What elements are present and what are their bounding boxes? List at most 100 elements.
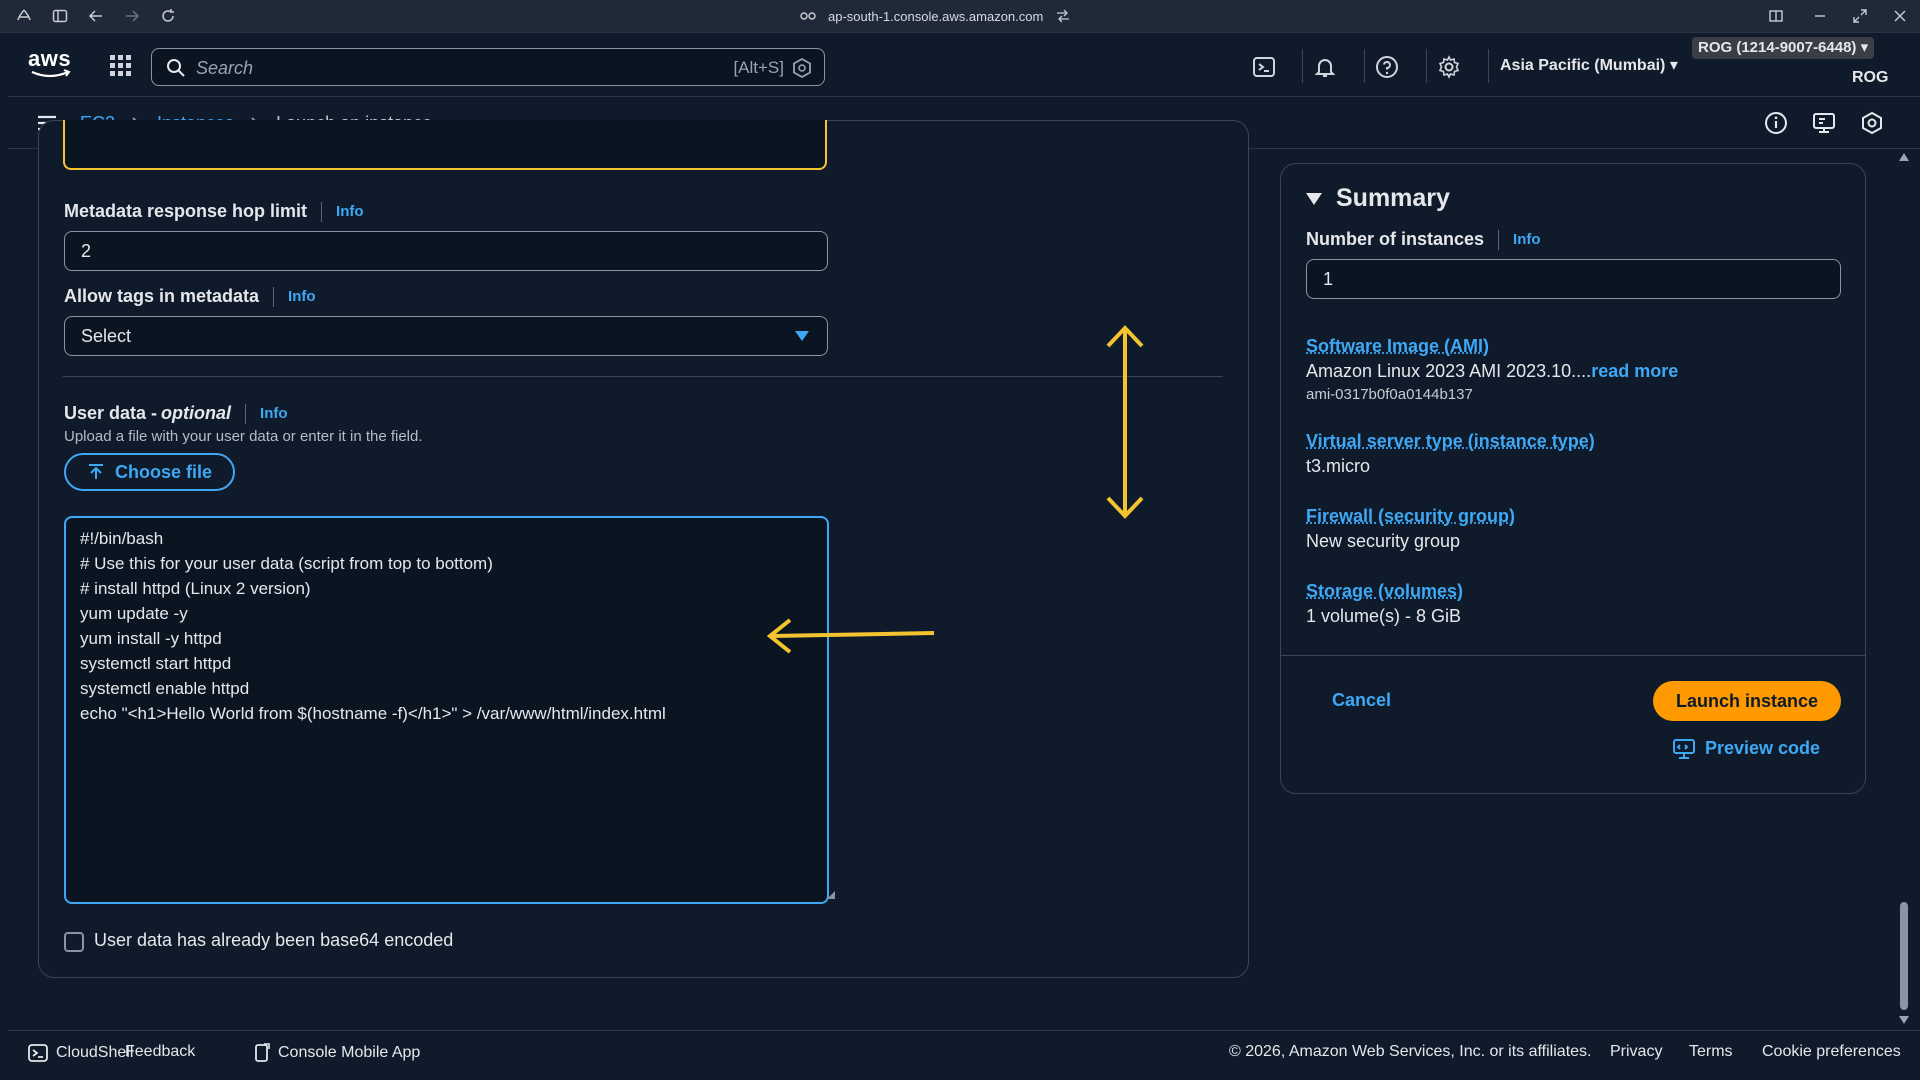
base64-checkbox-label[interactable]: User data has already been base64 encode… <box>94 930 454 950</box>
tags-metadata-info-link[interactable]: Info <box>288 288 316 305</box>
upload-icon <box>87 463 105 481</box>
cookie-preferences-footer-link[interactable]: Cookie preferences <box>1762 1043 1901 1061</box>
mobile-app-footer-label: Console Mobile App <box>278 1044 421 1061</box>
reload-icon[interactable] <box>160 8 176 24</box>
num-instances-input[interactable]: 1 <box>1306 259 1841 299</box>
label-separator <box>273 286 275 307</box>
gear-icon[interactable] <box>1437 55 1461 79</box>
copyright-text: © 2026, Amazon Web Services, Inc. or its… <box>1229 1043 1591 1061</box>
base64-checkbox[interactable] <box>64 932 84 952</box>
num-instances-value: 1 <box>1323 269 1334 289</box>
firewall-link[interactable]: Firewall (security group) <box>1306 506 1516 526</box>
code-line: systemctl start httpd <box>80 654 232 673</box>
cloudshell-footer-link[interactable]: CloudShell <box>28 1043 133 1063</box>
cloudshell-footer-label: CloudShell <box>56 1044 134 1061</box>
feedback-screen-icon[interactable] <box>1812 111 1836 135</box>
sidebar-toggle-icon[interactable] <box>52 8 68 24</box>
ami-id: ami-0317b0f0a0144b137 <box>1306 386 1473 403</box>
search-input[interactable]: Search [Alt+S] <box>151 48 825 86</box>
launch-instance-button[interactable]: Launch instance <box>1653 681 1841 721</box>
cookies-label: Cookie preferences <box>1762 1043 1901 1060</box>
left-arrow-annotation <box>766 618 935 654</box>
label-separator <box>1498 229 1500 250</box>
split-view-icon[interactable] <box>1766 6 1786 26</box>
mobile-app-icon <box>254 1043 270 1063</box>
summary-toggle[interactable]: Summary <box>1306 184 1450 213</box>
scrollbar-thumb[interactable] <box>1900 902 1908 1010</box>
scroll-down-arrow-icon[interactable] <box>1899 1016 1909 1024</box>
bell-icon[interactable] <box>1313 55 1337 79</box>
site-info-icon[interactable] <box>800 8 816 24</box>
aws-logo[interactable]: aws <box>28 48 72 79</box>
user-data-textarea[interactable]: #!/bin/bash # Use this for your user dat… <box>64 516 829 904</box>
summary-title: Summary <box>1336 184 1450 212</box>
code-line: echo "<h1>Hello World from $(hostname -f… <box>80 704 666 723</box>
terms-label: Terms <box>1689 1043 1733 1060</box>
user-data-info-link[interactable]: Info <box>260 405 288 422</box>
storage-link[interactable]: Storage (volumes) <box>1306 581 1464 601</box>
scroll-up-arrow-icon[interactable] <box>1899 153 1909 161</box>
num-instances-label: Number of instances Info <box>1306 229 1541 250</box>
resize-handle[interactable] <box>827 891 835 899</box>
feedback-footer-label: Feedback <box>125 1043 196 1060</box>
user-data-label-text: User data - <box>64 403 158 423</box>
num-instances-label-text: Number of instances <box>1306 229 1485 249</box>
tags-metadata-value: Select <box>81 326 132 346</box>
choose-file-button[interactable]: Choose file <box>64 453 235 491</box>
browser-toolbar: ap-south-1.console.aws.amazon.com <box>0 0 1920 33</box>
account-user[interactable]: ROG <box>1852 69 1889 86</box>
label-separator <box>245 403 247 424</box>
tags-metadata-label: Allow tags in metadata Info <box>64 286 316 307</box>
services-grid-icon[interactable] <box>108 53 132 77</box>
hop-limit-label: Metadata response hop limit Info <box>64 201 364 222</box>
translate-icon[interactable] <box>1055 8 1071 24</box>
aws-top-nav: aws Search [Alt+S] Asia Pacific (Mumbai)… <box>8 33 1920 97</box>
account-menu[interactable]: ROG (1214-9007-6448) ▾ <box>1692 37 1875 59</box>
nav-separator <box>1302 49 1303 83</box>
privacy-label: Privacy <box>1610 1043 1663 1060</box>
highlighted-field[interactable] <box>63 120 827 170</box>
terms-footer-link[interactable]: Terms <box>1689 1043 1733 1061</box>
choose-file-label: Choose file <box>114 461 212 482</box>
privacy-footer-link[interactable]: Privacy <box>1610 1043 1662 1061</box>
ami-link[interactable]: Software Image (AMI) <box>1306 336 1490 356</box>
copyright-label: © 2026, Amazon Web Services, Inc. or its… <box>1229 1043 1592 1060</box>
page-scrollbar[interactable] <box>1896 150 1910 1030</box>
hop-limit-input[interactable]: 2 <box>64 231 828 271</box>
region-selector[interactable]: Asia Pacific (Mumbai) ▾ <box>1500 57 1678 74</box>
browser-menu-icon[interactable] <box>16 8 32 24</box>
hexagon-icon <box>792 58 812 78</box>
ami-name: Amazon Linux 2023 AMI 2023.10.... <box>1306 361 1592 381</box>
instance-type-link[interactable]: Virtual server type (instance type) <box>1306 431 1595 451</box>
forward-icon[interactable] <box>124 8 140 24</box>
console-footer: CloudShell Feedback Console Mobile App ©… <box>8 1030 1920 1080</box>
code-line: yum update -y <box>80 604 188 623</box>
minimize-icon[interactable] <box>1810 6 1830 26</box>
close-icon[interactable] <box>1890 6 1910 26</box>
preview-code-icon <box>1673 738 1695 759</box>
code-line: #!/bin/bash <box>80 529 164 548</box>
address-bar[interactable]: ap-south-1.console.aws.amazon.com <box>800 6 1071 26</box>
cloudshell-icon[interactable] <box>1252 55 1276 79</box>
back-icon[interactable] <box>88 8 104 24</box>
user-data-label: User data - optional Info <box>64 403 288 424</box>
code-line: systemctl enable httpd <box>80 679 250 698</box>
mobile-app-footer-link[interactable]: Console Mobile App <box>254 1043 420 1063</box>
ami-read-more-link[interactable]: read more <box>1591 361 1679 381</box>
cloudshell-footer-icon <box>28 1043 48 1063</box>
info-circle-icon[interactable] <box>1764 111 1788 135</box>
tags-metadata-select[interactable]: Select <box>64 316 828 356</box>
caret-down-icon <box>1306 192 1322 205</box>
cancel-button[interactable]: Cancel <box>1332 690 1392 710</box>
code-line: yum install -y httpd <box>80 629 222 648</box>
hop-limit-info-link[interactable]: Info <box>336 203 364 220</box>
tags-metadata-label-text: Allow tags in metadata <box>64 286 260 306</box>
ami-value: Amazon Linux 2023 AMI 2023.10....read mo… <box>1306 361 1678 382</box>
restore-icon[interactable] <box>1850 6 1870 26</box>
search-icon <box>166 58 186 78</box>
feedback-footer-link[interactable]: Feedback <box>125 1043 195 1061</box>
preview-code-button[interactable]: Preview code <box>1673 738 1820 759</box>
num-instances-info-link[interactable]: Info <box>1513 231 1541 248</box>
hexagon-settings-icon[interactable] <box>1860 111 1884 135</box>
help-icon[interactable] <box>1375 55 1399 79</box>
